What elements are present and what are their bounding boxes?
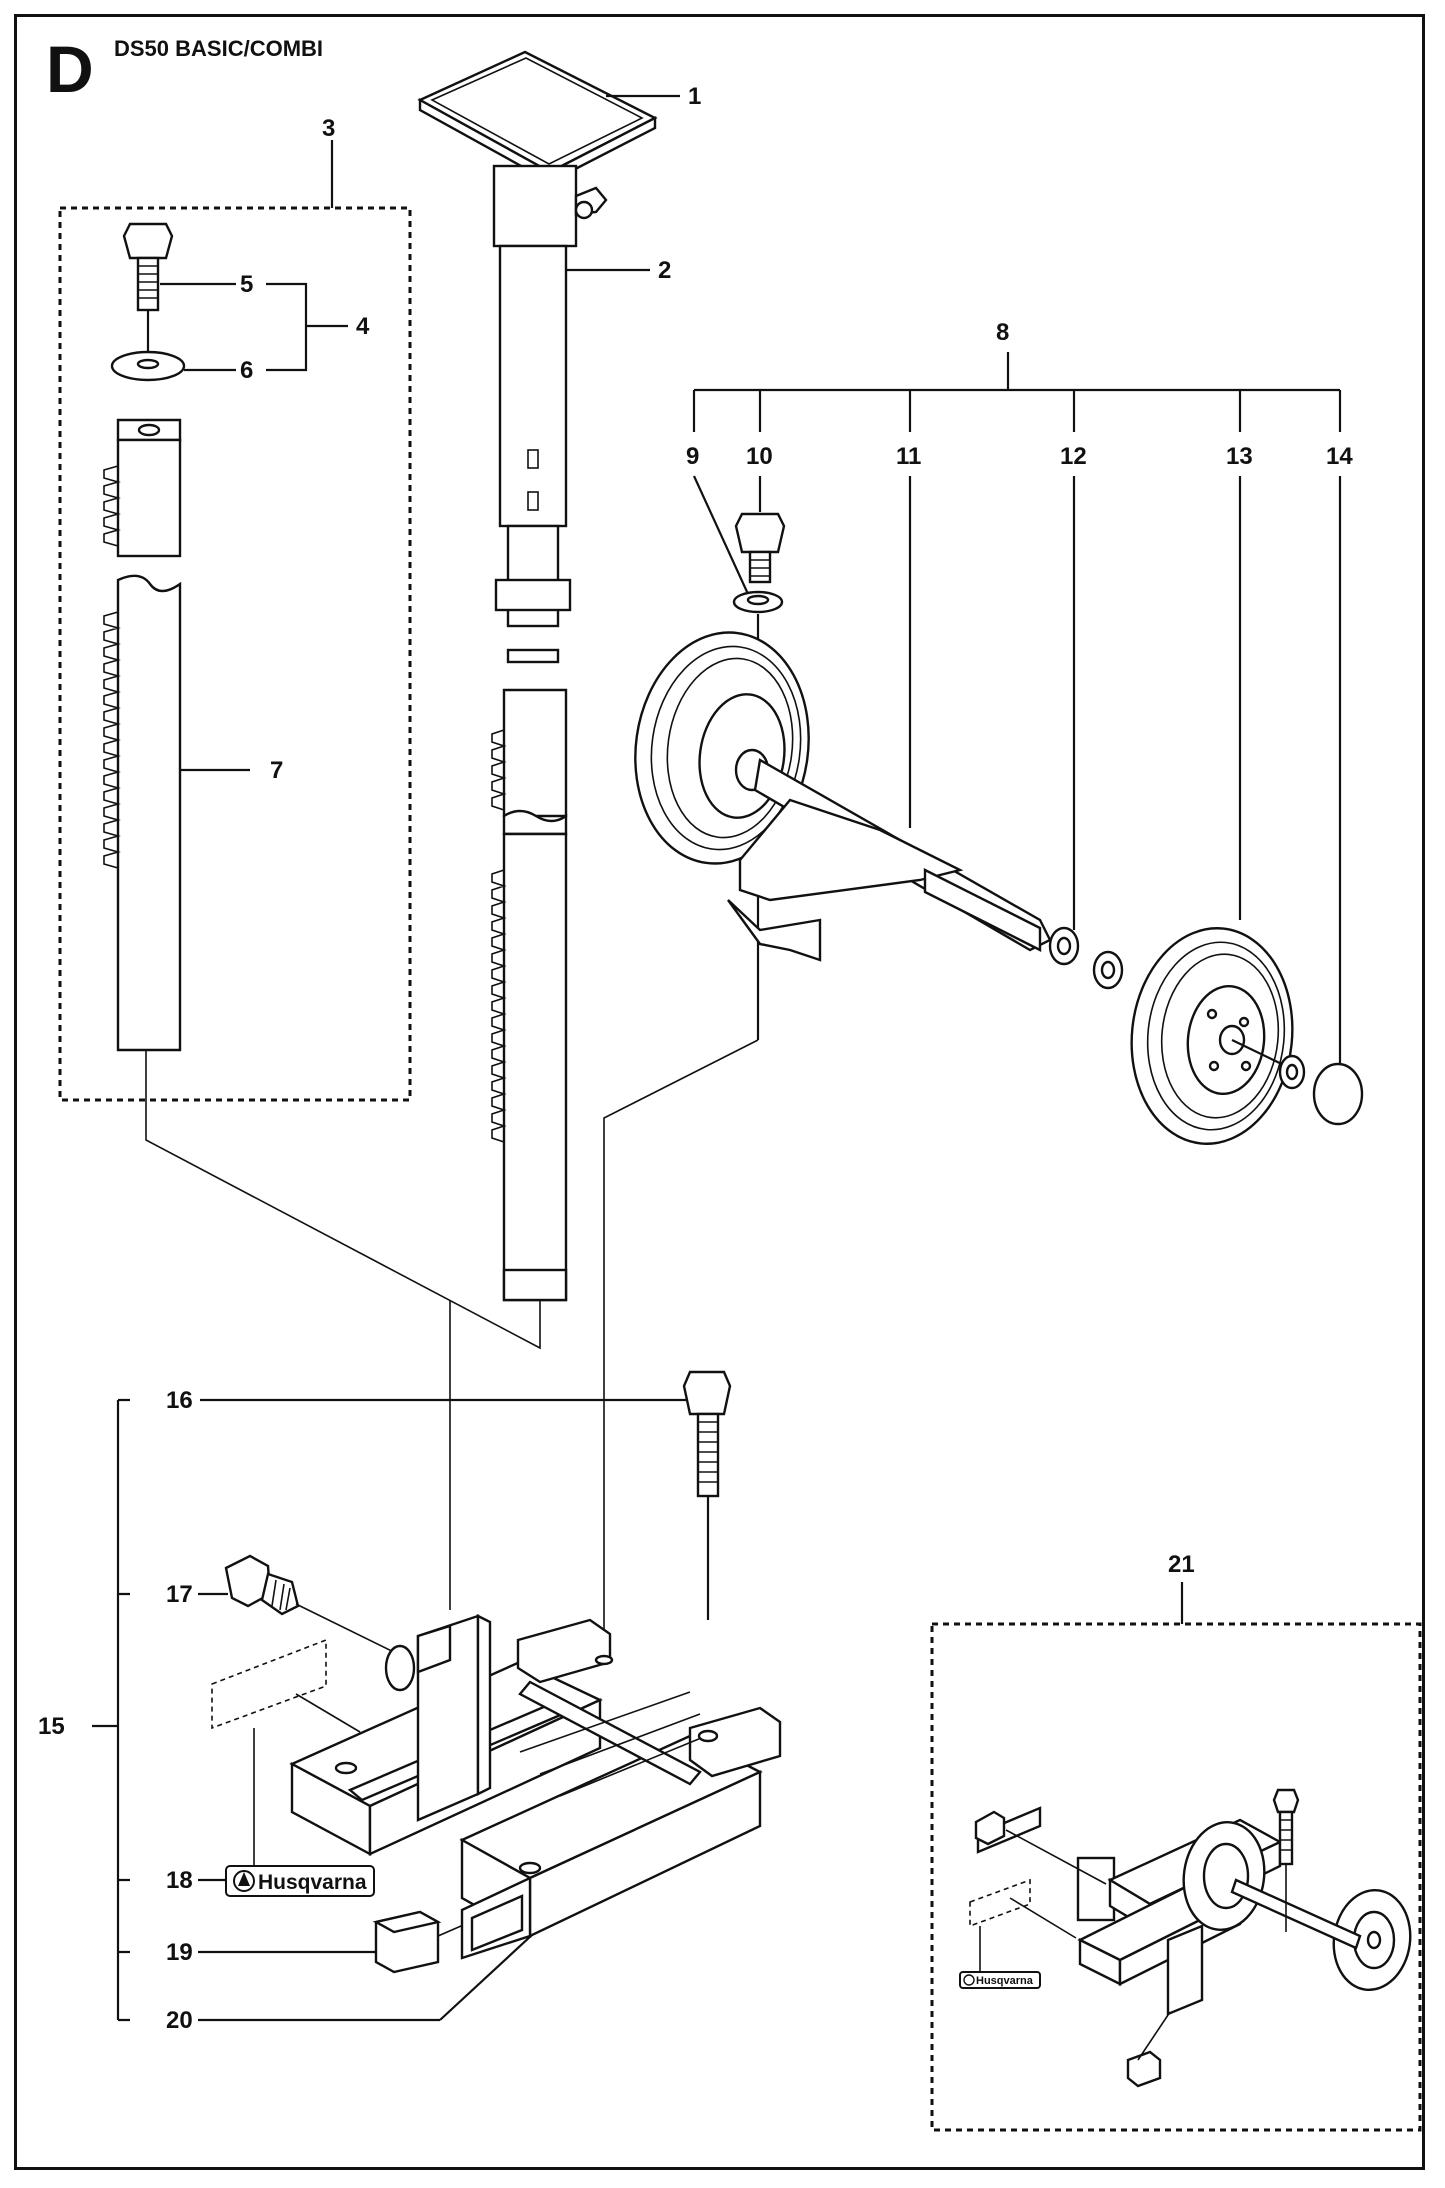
callout-12: 12 (1060, 443, 1087, 470)
part-18-decal-outline (211, 1638, 327, 1730)
callout-2: 2 (658, 257, 671, 284)
part-13-wheel (1130, 927, 1294, 1145)
callout-13: 13 (1226, 443, 1253, 470)
part-16-bolt (682, 1370, 732, 1498)
callout-15: 15 (38, 1713, 65, 1740)
callout-1: 1 (688, 83, 701, 110)
part-2-column (494, 244, 572, 1302)
part-9-washer (732, 590, 784, 614)
part-2-rack-teeth (491, 729, 507, 1143)
husqvarna-logo-text-small: Husqvarna (976, 1975, 1034, 1987)
leader-9 (692, 475, 750, 595)
part-21-husqvarna-decal: Husqvarna (959, 1971, 1041, 1989)
base-frame (289, 1614, 782, 1960)
part-7-rack-column (103, 418, 182, 1052)
part-12-washers (1048, 926, 1124, 990)
callout-21: 21 (1168, 1551, 1195, 1578)
callout-9: 9 (686, 443, 699, 470)
link-line-wheels-to-base (603, 1039, 759, 1640)
part-1-top-plate (417, 50, 658, 248)
husqvarna-logo-text: Husqvarna (258, 1871, 367, 1894)
part-11-axle-frame (727, 758, 1052, 962)
part-5-bolt (122, 222, 174, 312)
callout-16: 16 (166, 1387, 193, 1414)
callout-19: 19 (166, 1939, 193, 1966)
bracket-4 (266, 282, 348, 372)
part-10-bolt (734, 512, 786, 584)
callout-18: 18 (166, 1867, 193, 1894)
part-17-knob (224, 1554, 300, 1616)
axis-line-21-frame (1009, 1897, 1077, 1939)
callout-7: 7 (270, 757, 283, 784)
bracket-15 (92, 1398, 130, 2022)
part-14-cap (1278, 1054, 1364, 1126)
part-21-assembled-box (930, 1622, 1422, 2132)
drawing-frame (14, 14, 1425, 2170)
callout-5: 5 (240, 271, 253, 298)
callout-20: 20 (166, 2007, 193, 2034)
callout-14: 14 (1326, 443, 1353, 470)
assembled-stand-thumbnail (974, 1788, 1412, 2088)
axis-line-13 (1231, 1039, 1291, 1069)
link-line-7-to-base (145, 1050, 541, 1350)
part-3-kit-box (58, 206, 412, 1102)
part-21-decal-outline (969, 1878, 1031, 1928)
callout-3: 3 (322, 115, 335, 142)
axis-line-18-frame (295, 1693, 361, 1733)
part-19-end-cap (372, 1910, 442, 1974)
callout-11: 11 (896, 443, 921, 470)
callout-17: 17 (166, 1581, 193, 1608)
part-6-washer (110, 350, 186, 382)
part-18-husqvarna-decal: Husqvarna (225, 1865, 375, 1897)
model-title: DS50 BASIC/COMBI (114, 36, 324, 61)
callout-8: 8 (996, 319, 1009, 346)
callout-4: 4 (356, 313, 370, 340)
callout-6: 6 (240, 357, 253, 384)
bracket-8 (694, 352, 1340, 392)
section-letter: D (46, 32, 94, 106)
callout-10: 10 (746, 443, 773, 470)
